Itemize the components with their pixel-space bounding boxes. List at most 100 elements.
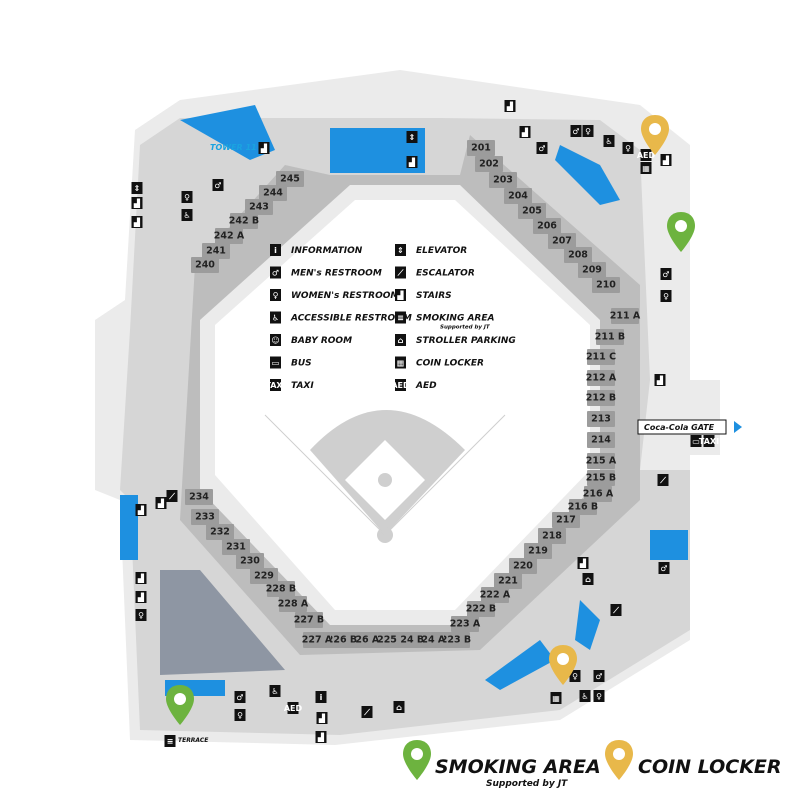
- seat-section-block: [250, 568, 278, 584]
- legend-label: COIN LOCKER: [416, 359, 484, 369]
- locker-pin-legend-icon: [605, 740, 633, 780]
- seat-section-label: 215 A: [586, 456, 617, 467]
- stairs-icon: [155, 497, 167, 509]
- womens-restroom-icon-glyph: ♀: [273, 291, 279, 300]
- seat-section-block: [451, 616, 479, 632]
- coin-locker-pin[interactable]: [549, 645, 577, 685]
- legend-item: ☺BABY ROOM: [270, 334, 352, 346]
- facility-icons: ♂♀♿⇕▟▟▟⇕▟▟♂♀♿♀♂▟AED▦▟♂♀▟▭TAXI⟋♂⌂▟⟋♂♀♿▦♀⟋…: [131, 100, 719, 747]
- seat-section-label: 233: [195, 512, 215, 523]
- information-icon-glyph: i: [320, 693, 323, 702]
- seat-section-block: [518, 203, 546, 219]
- seat-section-block: [587, 432, 615, 448]
- baby-room-icon-glyph: ☺: [271, 336, 279, 345]
- seat-section-block: [538, 528, 566, 544]
- seat-section-label: 202: [479, 159, 499, 170]
- stairs-icon-glyph: ▟: [133, 217, 141, 227]
- seat-section-block: [584, 486, 612, 502]
- stairs-icon-glyph: ▟: [133, 198, 141, 208]
- stairs-icon: [316, 712, 328, 724]
- seat-section-block: [481, 587, 509, 603]
- smoking-area-pin[interactable]: [667, 212, 695, 252]
- legend-item: ▭BUS: [270, 356, 312, 369]
- information-icon: [315, 691, 327, 703]
- seat-section-block: [467, 140, 495, 156]
- legend-item: ♂MEN's RESTROOM: [270, 266, 382, 279]
- seat-section-block: [215, 228, 243, 244]
- information-icon-glyph: i: [274, 246, 277, 255]
- seat-section-block: [245, 199, 273, 215]
- seat-section-block: [548, 233, 576, 249]
- seat-section-block: [267, 581, 295, 597]
- mens-icon: [660, 268, 672, 280]
- smoking-area-title: SMOKING AREA: [435, 756, 601, 778]
- legend-label: STROLLER PARKING: [416, 336, 516, 346]
- seat-section-label: 244: [263, 188, 283, 199]
- seat-section-block: [276, 171, 304, 187]
- taxi-icon: [270, 379, 281, 391]
- mens-icon-glyph: ♂: [236, 693, 243, 702]
- legend-label: WOMEN's RESTROOM: [291, 291, 399, 301]
- seat-section-block: [587, 470, 615, 486]
- seat-section-label: 203: [493, 175, 513, 186]
- stairs-icon: [131, 197, 143, 209]
- seat-section-block: [569, 499, 597, 515]
- stairs-icon: [135, 591, 147, 603]
- escalator-icon: [395, 266, 406, 279]
- seat-section-label: 221: [498, 576, 518, 587]
- smoking-area-icon: [395, 311, 406, 324]
- seat-section-label: 219: [528, 546, 548, 557]
- foul-line-left: [264, 414, 386, 536]
- stairs-icon: [406, 156, 418, 168]
- aed-icon-glyph: AED: [637, 151, 656, 160]
- seat-section-block: [191, 257, 219, 273]
- aed-icon-glyph: AED: [391, 381, 410, 390]
- seat-section-label: 223 A: [450, 619, 481, 630]
- stairs-icon: [315, 731, 327, 743]
- stroller-icon: [393, 701, 405, 713]
- legend-item: ♿ACCESSIBLE RESTROOM: [270, 311, 412, 324]
- stairs-icon-glyph: ▟: [662, 155, 670, 165]
- seat-section-label: 210: [596, 280, 616, 291]
- seat-section-label: 215 B: [586, 473, 616, 484]
- seat-section-label: 228 B: [266, 584, 296, 595]
- seat-section-block: [350, 632, 378, 648]
- legend-label: ELEVATOR: [416, 246, 467, 256]
- smoking-icon: [164, 735, 176, 747]
- womens-icon-glyph: ♀: [596, 692, 602, 701]
- coin-locker-pin[interactable]: [641, 115, 669, 155]
- escalator-icon-glyph: ⟋: [363, 708, 370, 717]
- smoking-area-pin[interactable]: [166, 685, 194, 725]
- seat-section-label: 206: [537, 221, 557, 232]
- escalator-icon-glyph: ⟋: [168, 492, 175, 501]
- baby-room-icon: [270, 334, 281, 346]
- bus-icon: [270, 356, 281, 369]
- seat-section-block: [533, 218, 561, 234]
- womens-icon: [582, 125, 594, 137]
- seat-section-label: 205: [522, 206, 542, 217]
- womens-icon-glyph: ♀: [184, 193, 190, 202]
- stairs-icon-glyph: ▟: [260, 143, 268, 153]
- seat-section-block: [564, 247, 592, 263]
- seat-section-label: 217: [556, 515, 576, 526]
- mens-icon-glyph: ♂: [538, 144, 545, 153]
- seat-section-block: [328, 632, 356, 648]
- stairs-icon-glyph: ▟: [396, 290, 404, 300]
- aed-icon: [640, 149, 652, 161]
- seat-section-block: [509, 558, 537, 574]
- seat-section-label: 229: [254, 571, 274, 582]
- seat-section-block: [524, 543, 552, 559]
- accessible-icon: [603, 135, 615, 147]
- seat-section-block: [587, 453, 615, 469]
- stairs-icon-glyph: ▟: [506, 101, 514, 111]
- seat-section-label: 211 B: [595, 332, 625, 343]
- elevator-icon-glyph: ⇕: [397, 246, 404, 255]
- seat-section-block: [236, 553, 264, 569]
- legend-label: ACCESSIBLE RESTROOM: [290, 314, 412, 324]
- legend-label: TAXI: [291, 381, 314, 391]
- seat-section-label: 224 A: [415, 635, 446, 646]
